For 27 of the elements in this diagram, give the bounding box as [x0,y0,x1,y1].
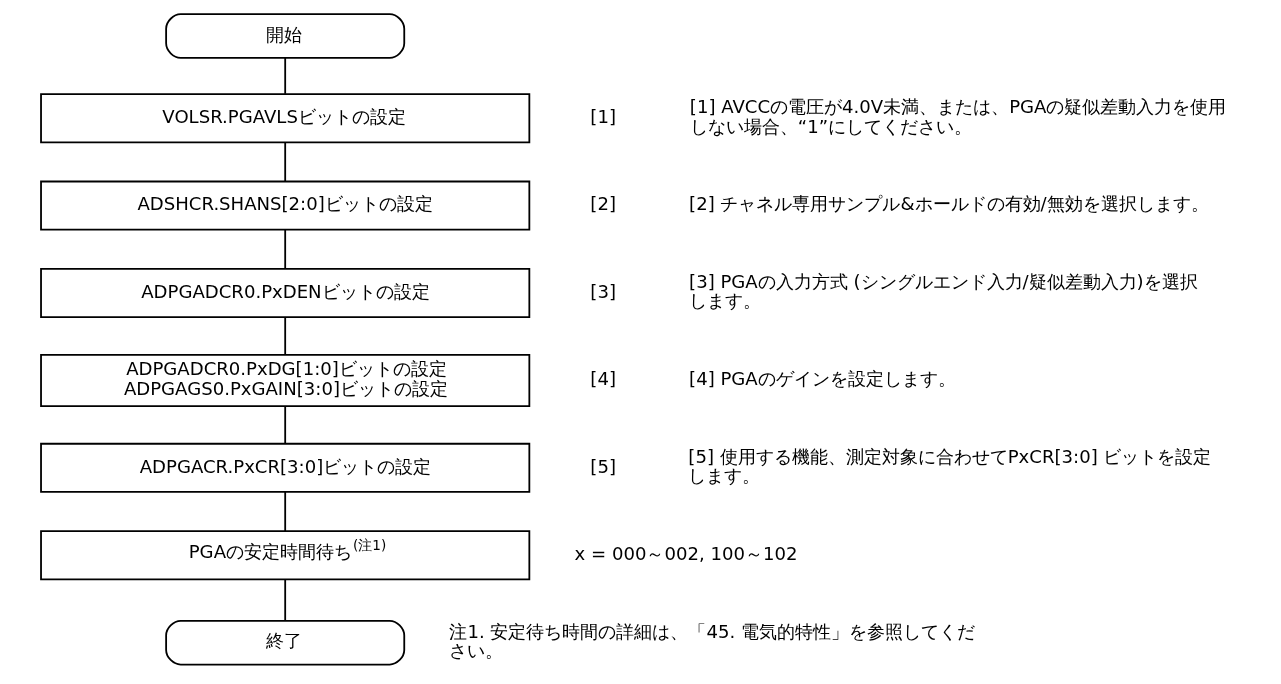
label: [3] PGAの入力方式 (シングルエンド入力/疑似差動入力)を選択します。 [689,270,1198,312]
node-label: [5] [590,455,616,477]
connector [284,405,287,445]
node-label: [1] [590,105,616,127]
node-box: ADSHCR.SHANS[2:0]ビットの設定 [40,180,531,231]
node-box: ADPGACR.PxCR[3:0]ビットの設定 [40,442,531,493]
label: [2] チャネル専用サンプル&ホールドの有効/無効を選択します。 [689,193,1209,215]
connector [284,491,287,532]
connector [284,57,287,95]
label: [1] AVCCの電圧が4.0V未満、または、PGAの疑似差動入力を使用しない場合、“1”にしてください。 [689,96,1227,137]
connector [284,141,287,183]
node-box: 終了 [165,619,406,666]
node-label: [2] [590,193,616,215]
label: [4] PGAのゲインを設定します。 [689,368,956,390]
node-label: [3] [590,280,616,302]
node-box: VOLSR.PGAVLSビットの設定 [40,93,531,144]
node-box: PGAの安定時間待ち$^{(注1)}$ [40,530,531,581]
connector [284,316,287,356]
label: 注1. 安定待ち時間の詳細は、「45. 電気的特性」を参照してください。 [449,620,975,662]
node-label: [4] [590,368,616,390]
node-box: ADPGADCR0.PxDENビットの設定 [40,268,531,319]
label: [5] 使用する機能、測定対象に合わせてPxCR[3:0] ビットを設定します。 [688,445,1212,487]
connector [284,578,287,622]
label: x = 000～002, 100～102 [574,542,798,564]
connector [284,228,287,270]
node-box: 開始 [165,13,406,59]
node-box: ADPGADCR0.PxDG[1:0]ビットの設定 ADPGAGS0.PxGAIN[3:0]ビットの設定 [40,353,531,407]
